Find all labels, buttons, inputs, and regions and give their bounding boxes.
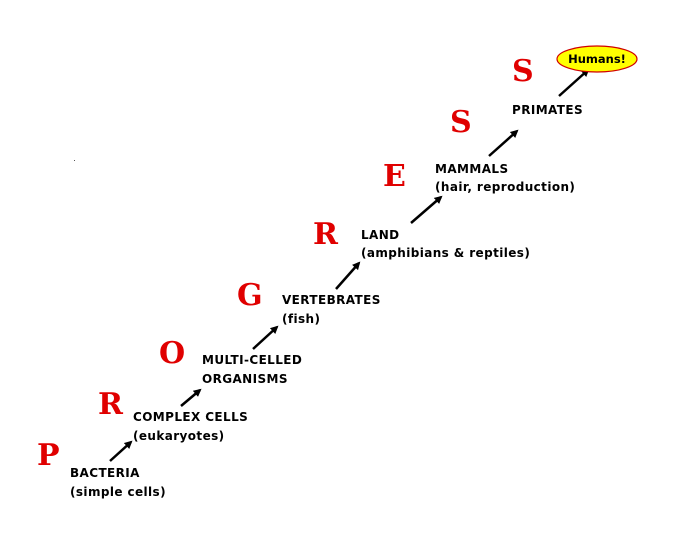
arrow-7 — [558, 68, 590, 97]
stage-land-title: LAND — [361, 228, 400, 242]
arrow-4 — [335, 261, 361, 290]
letter-r1: R — [98, 387, 124, 422]
stage-vertebrates-note: (fish) — [282, 312, 320, 326]
humans-ellipse — [556, 45, 638, 73]
stage-bacteria-title: BACTERIA — [70, 466, 140, 480]
arrow-3 — [252, 325, 279, 350]
stage-mammals-note: (hair, reproduction) — [435, 180, 575, 194]
letter-s2: S — [512, 54, 534, 89]
stage-primates-title: PRIMATES — [512, 103, 583, 117]
letter-o: O — [159, 336, 185, 371]
stage-complex-note: (eukaryotes) — [133, 429, 225, 443]
stage-multi-title: MULTI-CELLED — [202, 353, 302, 367]
arrow-1 — [109, 440, 133, 462]
stage-vertebrates-title: VERTEBRATES — [282, 293, 381, 307]
arrow-5 — [410, 195, 443, 224]
arrow-2 — [180, 388, 202, 407]
stray-dot — [74, 160, 75, 161]
stage-complex-title: COMPLEX CELLS — [133, 410, 248, 424]
letter-s1: S — [450, 105, 472, 140]
letter-e: E — [383, 159, 406, 194]
arrow-6 — [488, 129, 519, 157]
letter-g: G — [237, 278, 263, 313]
stage-mammals-title: MAMMALS — [435, 162, 509, 176]
letter-p: P — [37, 438, 60, 473]
letter-r2: R — [313, 217, 339, 252]
arrows — [109, 68, 590, 462]
stage-multi-note: ORGANISMS — [202, 372, 288, 386]
humans-label: Humans! — [568, 52, 626, 66]
stage-land-note: (amphibians & reptiles) — [361, 246, 530, 260]
stage-bacteria-note: (simple cells) — [70, 485, 166, 499]
